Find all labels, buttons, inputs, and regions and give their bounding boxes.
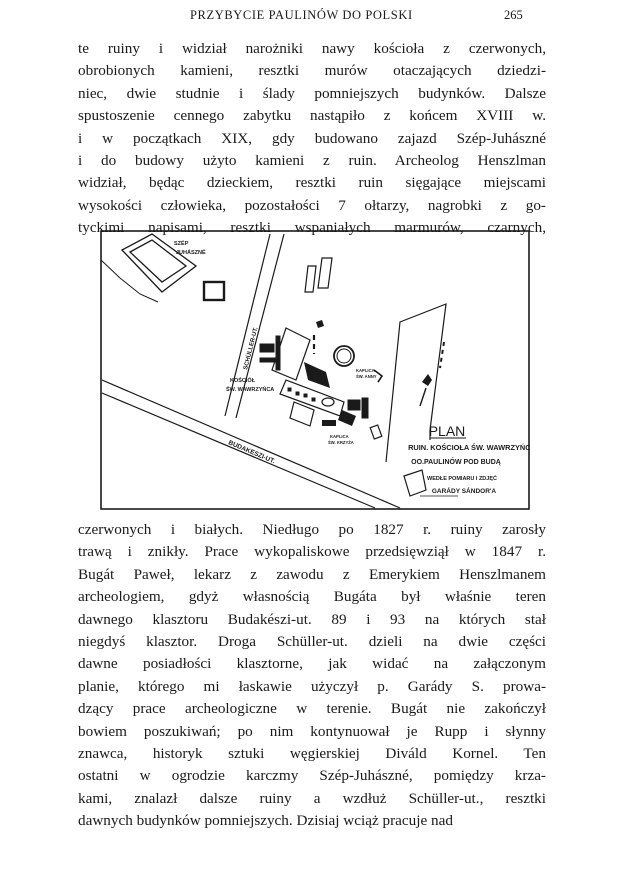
text-line: dzący prace archeologiczne w terenie. Bu… bbox=[78, 700, 546, 718]
text-line: Bugát Paweł, lekarz z zawodu z Emerykiem… bbox=[78, 565, 546, 583]
text-line: ostatni w ogrodzie karczmy Szép-Juhászné… bbox=[78, 767, 546, 785]
text-line: i do budowy użyto kamieni z ruin. Archeo… bbox=[78, 151, 546, 169]
text-line: obrobionych kamieni, resztki murów otacz… bbox=[78, 62, 546, 80]
text-line: dawnych budynków pomniejszych. Dzisiaj w… bbox=[78, 812, 453, 830]
text-line: wysokości człowieka, pozostałości 7 ołta… bbox=[78, 196, 546, 214]
label-juhaszne: JUHÁSZNÉ bbox=[176, 248, 206, 256]
label-kaplica-krzyza-2: ŚW. KRZYŻA bbox=[328, 440, 354, 445]
label-schuller-ut: SCHÜLLER-UT. bbox=[242, 326, 259, 370]
text-line: bowiem poszukiwań; po nim kontynuował je… bbox=[78, 722, 546, 740]
label-kaplica-anny-2: ŚW. ANNY bbox=[356, 374, 377, 379]
running-title: PRZYBYCIE PAULINÓW DO POLSKI bbox=[190, 8, 413, 22]
text-line: widział, będąc dzieckiem, resztki ruin s… bbox=[78, 174, 546, 192]
text-line: niec, dwie studnie i ślady pomniejszych … bbox=[78, 84, 546, 102]
szep-juhaszne-building bbox=[100, 233, 198, 303]
legend-line-3: WEDŁE POMIARU I ZDJĘĆ bbox=[427, 474, 497, 482]
text-line: spustoszenie cennego zabytku nastąpiło z… bbox=[78, 107, 546, 125]
text-line: znawca, historyk sztuki węgierskiej Divá… bbox=[78, 744, 546, 762]
square-building bbox=[202, 280, 226, 302]
budakeszi-street bbox=[101, 379, 401, 509]
church-ruins bbox=[259, 320, 384, 440]
label-budakeszi-ut: BUDAKESZI-UT. bbox=[227, 439, 276, 465]
site-plan-drawing: SZÉP JUHÁSZNÉ SCHÜLLER-UT. BUDAKESZI-UT. bbox=[100, 230, 530, 510]
plan-frame bbox=[100, 230, 530, 510]
text-line: czerwonych i białych. Niedługo po 1827 r… bbox=[78, 521, 546, 538]
legend-signature: GARÁDY SÁNDOR'A bbox=[432, 486, 497, 495]
legend-line-1: RUIN. KOŚCIOŁA ŚW. WAWRZYŃCA bbox=[408, 443, 530, 452]
text-line: kami, znalazł dalsze ruiny a wzdłuż Schü… bbox=[78, 789, 546, 807]
paragraph-top: te ruiny i widział narożniki nawy kościo… bbox=[78, 38, 546, 240]
right-enclosure bbox=[385, 303, 447, 497]
plan-legend: PLAN RUIN. KOŚCIOŁA ŚW. WAWRZYŃCA OO.PAU… bbox=[408, 423, 530, 497]
text-line: tyckimi napisami, resztki wspaniałych ma… bbox=[78, 219, 546, 237]
label-kaplica-krzyza-1: KAPLICA bbox=[330, 434, 349, 439]
text-line: niegdyś klasztor. Droga Schüller-ut. dzi… bbox=[78, 632, 546, 650]
site-plan-figure: SZÉP JUHÁSZNÉ SCHÜLLER-UT. BUDAKESZI-UT. bbox=[100, 230, 530, 510]
text-line: dawnego klasztoru Budakészi-ut. 89 i 93 … bbox=[78, 610, 546, 628]
legend-line-2: OO.PAULINÓW POD BUDĄ bbox=[411, 457, 501, 466]
text-line: te ruiny i widział narożniki nawy kościo… bbox=[78, 40, 546, 57]
page-number: 265 bbox=[504, 8, 523, 22]
text-line: trawą i znikły. Prace wykopaliskowe prze… bbox=[78, 543, 546, 561]
legend-title: PLAN bbox=[429, 423, 466, 439]
label-kaplica-anny-1: KAPLICA bbox=[356, 368, 375, 373]
text-line: archeologiem, gdyż własnością Bugáta był… bbox=[78, 588, 546, 606]
running-header: PRZYBYCIE PAULINÓW DO POLSKI 265 bbox=[0, 8, 629, 28]
outbuildings bbox=[304, 257, 333, 293]
schuller-street bbox=[224, 233, 285, 419]
text-line: planie, którego mi łaskawie użyczył p. G… bbox=[78, 677, 546, 695]
label-szep: SZÉP bbox=[174, 239, 189, 247]
label-kosciol: KOŚCIÓŁ bbox=[230, 376, 256, 384]
text-line: dawne posiadłości klasztorne, jak widać … bbox=[78, 655, 546, 673]
paragraph-bottom: czerwonych i białych. Niedługo po 1827 r… bbox=[78, 519, 546, 832]
label-sw-wawrzynca: ŚW. WAWRZYŃCA bbox=[226, 385, 274, 393]
text-line: i w początkach XIX, gdy budowano zajazd … bbox=[78, 129, 546, 147]
